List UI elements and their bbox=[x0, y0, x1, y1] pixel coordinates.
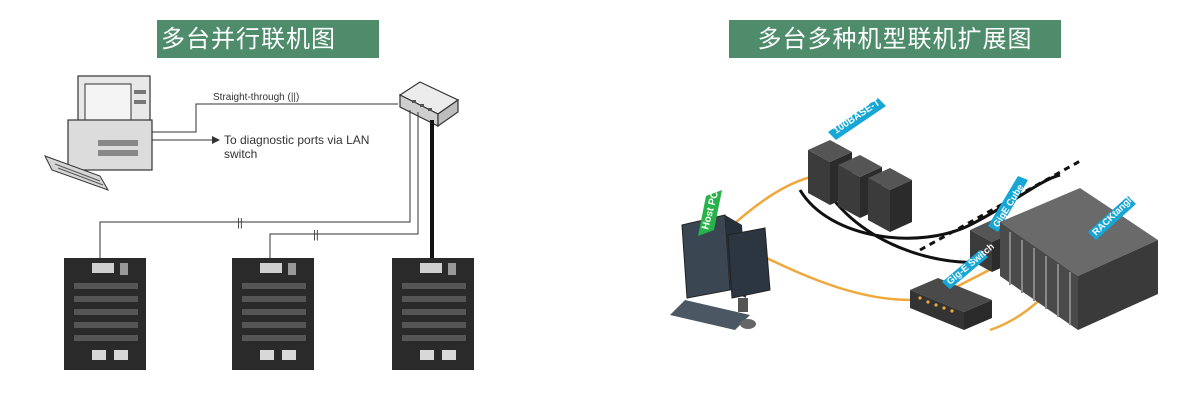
parallel-connection-diagram: Straight-through (||) To diagnostic port… bbox=[43, 75, 474, 370]
link-mark-2: || bbox=[313, 229, 319, 241]
daq-chassis-3 bbox=[392, 258, 474, 370]
lan-switch-icon bbox=[398, 81, 460, 128]
gige-switch-icon bbox=[910, 278, 992, 330]
host-pc-tag: Host PC bbox=[698, 190, 722, 236]
diagnostic-label-line1: To diagnostic ports via LAN bbox=[224, 133, 369, 147]
diagnostic-label-line2: switch bbox=[224, 147, 257, 161]
100base-t-tag: 100BASE-T bbox=[828, 97, 886, 140]
100base-t-tag-label: 100BASE-T bbox=[832, 97, 883, 136]
multi-model-expansion-diagram: Host PC 100BASE-T GigE Cube bbox=[670, 97, 1158, 332]
straight-through-label: Straight-through (||) bbox=[213, 92, 299, 103]
host-pc-icon bbox=[670, 214, 771, 330]
daq-cube-3 bbox=[868, 168, 912, 232]
link-mark-1: || bbox=[237, 217, 243, 229]
racktangle-chassis-icon bbox=[1000, 188, 1158, 330]
daq-chassis-2 bbox=[232, 258, 314, 370]
right-diagram-title: 多台多种机型联机扩展图 bbox=[729, 20, 1061, 58]
host-computer-icon bbox=[67, 75, 153, 171]
keyboard-icon bbox=[43, 155, 110, 191]
left-diagram-title: 多台并行联机图 bbox=[157, 20, 379, 58]
daq-chassis-1 bbox=[64, 258, 146, 370]
